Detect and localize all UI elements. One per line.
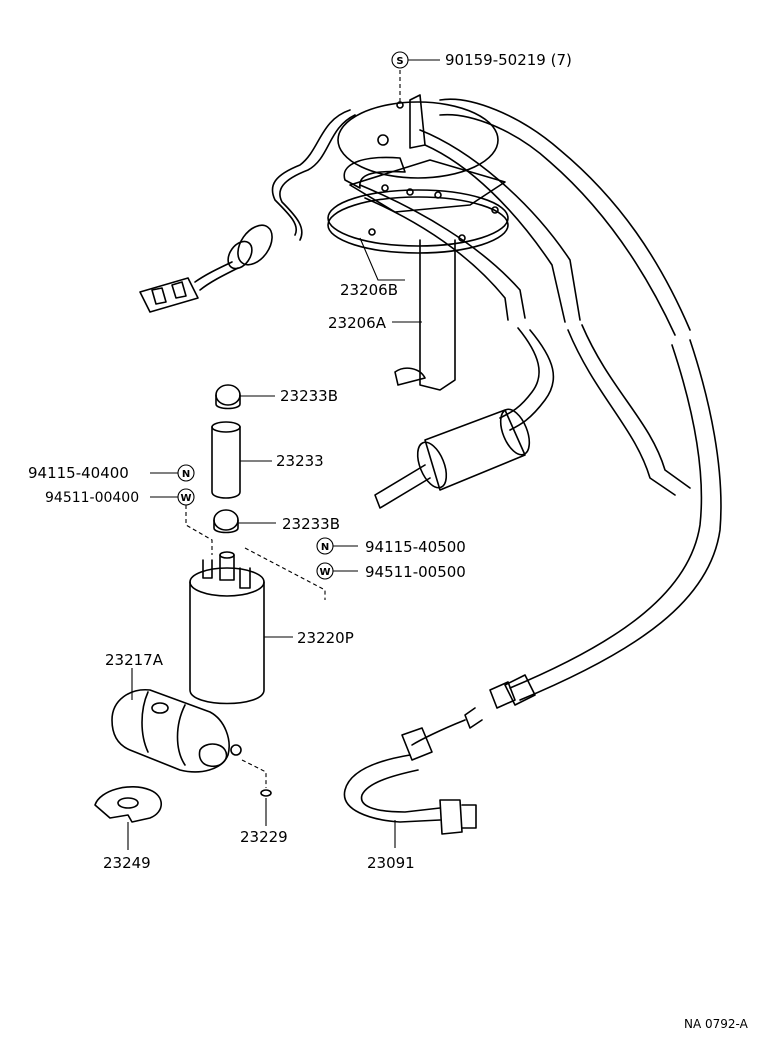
callout-hose[interactable]: 23233 xyxy=(240,452,324,470)
callout-washer-left[interactable]: 94511-00400 W xyxy=(45,488,195,506)
callout-fuel-pipe[interactable]: 23091 xyxy=(367,820,415,872)
fuel-sender-assembly xyxy=(327,94,509,391)
fuel-suction-tube-label: 23206A xyxy=(328,314,387,332)
callout-fuel-pump[interactable]: 23220P xyxy=(264,629,354,647)
diagram-reference: NA 0792-A xyxy=(684,1017,749,1031)
harness-connector xyxy=(139,277,199,313)
sender-gauge-label: 23206B xyxy=(340,281,398,299)
callout-pump-filter[interactable]: 23217A xyxy=(105,651,164,700)
fuel-pipe-label: 23091 xyxy=(367,854,415,872)
screw-part-number: 90159-50219 (7) xyxy=(445,51,572,69)
hose-part xyxy=(211,421,241,499)
hose-clamp-upper-label: 23233B xyxy=(280,387,338,405)
callout-clip[interactable]: 23229 xyxy=(240,798,288,846)
clip-part xyxy=(260,789,272,797)
callout-fuel-suction-tube[interactable]: 23206A xyxy=(328,314,422,332)
cushion-part xyxy=(94,786,163,823)
nut-left-symbol: N xyxy=(182,469,190,480)
hose-clamp-lower-label: 23233B xyxy=(282,515,340,533)
screw-symbol: S xyxy=(396,56,403,67)
callout-nut-right[interactable]: N 94115-40500 xyxy=(316,537,466,556)
hose-clamp-upper-part xyxy=(215,384,241,410)
callout-sender-gauge[interactable]: 23206B xyxy=(340,237,405,299)
guide-nut-right xyxy=(244,547,326,600)
hose-label: 23233 xyxy=(276,452,324,470)
nut-right-part-number: 94115-40500 xyxy=(365,538,466,556)
guide-nut-left xyxy=(185,505,213,555)
callout-hose-clamp-lower[interactable]: 23233B xyxy=(238,515,340,533)
clip-label: 23229 xyxy=(240,828,288,846)
guide-clip xyxy=(241,759,267,788)
fuel-pipe-23091 xyxy=(343,719,477,835)
wire-harness xyxy=(194,109,356,291)
cushion-label: 23249 xyxy=(103,854,151,872)
nut-right-symbol: N xyxy=(321,542,329,553)
callout-hose-clamp-upper[interactable]: 23233B xyxy=(240,387,338,405)
callout-washer-right[interactable]: W 94511-00500 xyxy=(316,562,466,581)
nut-left-part-number: 94115-40400 xyxy=(28,464,129,482)
callout-nut-left[interactable]: 94115-40400 N xyxy=(28,464,195,482)
washer-right-part-number: 94511-00500 xyxy=(365,563,466,581)
washer-right-symbol: W xyxy=(319,567,330,578)
fuel-pump-label: 23220P xyxy=(297,629,354,647)
callout-cushion[interactable]: 23249 xyxy=(103,822,151,872)
fuel-pump-part xyxy=(189,551,265,705)
washer-left-symbol: W xyxy=(180,493,191,504)
pump-filter-label: 23217A xyxy=(105,651,164,669)
pump-filter-part xyxy=(111,689,242,773)
fuel-lines xyxy=(359,98,722,729)
hose-clamp-lower-part xyxy=(213,509,239,534)
callout-screw[interactable]: S 90159-50219 (7) xyxy=(391,51,572,69)
washer-left-part-number: 94511-00400 xyxy=(45,490,139,506)
